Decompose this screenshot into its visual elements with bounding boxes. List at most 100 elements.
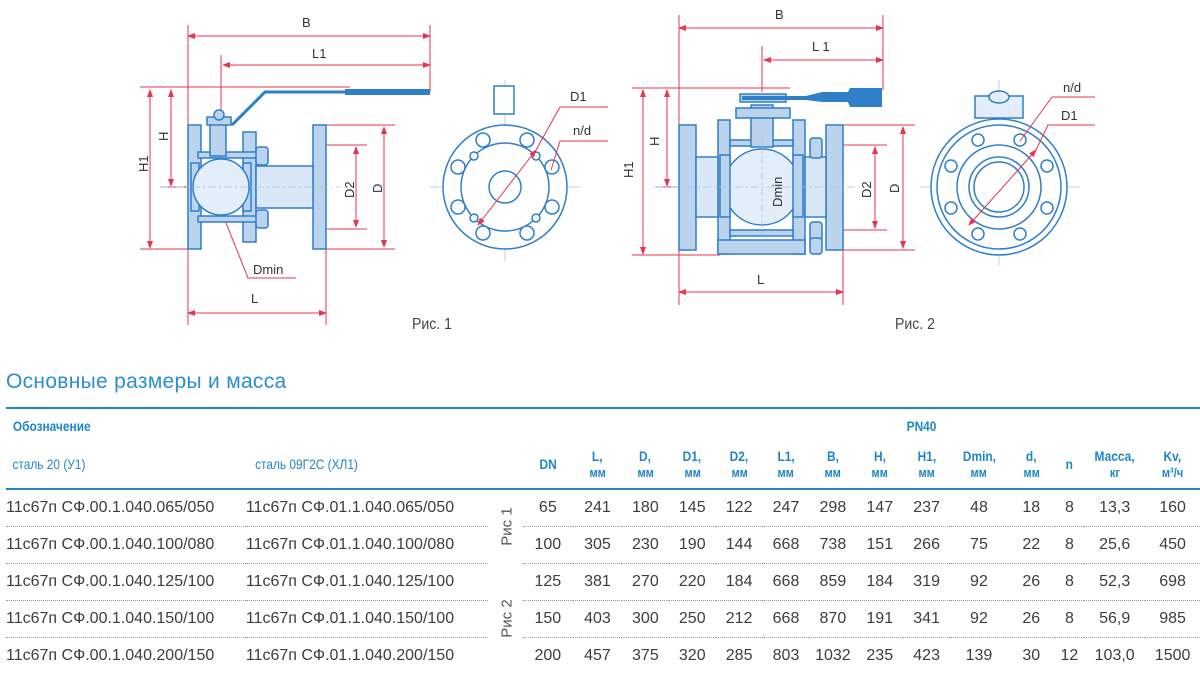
cell-value: 100: [522, 526, 573, 564]
cell-value: 668: [762, 526, 810, 564]
cell-value: 145: [668, 489, 716, 527]
fig1-side-view: B L1 H1 H D2 D Dmin L: [136, 15, 431, 325]
cell-value: 122: [715, 489, 763, 527]
cell-value: 212: [715, 600, 763, 638]
cell-value: 270: [621, 563, 669, 601]
cell-value: 319: [903, 563, 951, 601]
fig2-side-view: B L 1 H1 H Dmin D2 D L: [621, 7, 915, 305]
table-row: 11с67п СФ.00.1.040.200/150 11с67п СФ.01.1…: [6, 638, 1200, 675]
fig2-label-h: H: [647, 137, 662, 146]
cell-value: 1500: [1154, 647, 1191, 664]
cell-value: 48: [950, 489, 1008, 527]
col-header-dmin: Dmin,мм: [950, 440, 1008, 490]
cell-value: 457: [584, 647, 611, 664]
designation-header: Обозначение: [12, 418, 91, 434]
fig2-label-b: B: [775, 7, 784, 22]
cell-value: 26: [1007, 600, 1055, 638]
col-header-n: n: [1054, 440, 1085, 490]
fig1-handle: [230, 90, 430, 127]
cell-value: 698: [1145, 563, 1200, 601]
cell-value: 375: [632, 647, 659, 664]
designation-u1: 11с67п СФ.00.1.040.065/050: [6, 489, 246, 527]
cell-value: 266: [903, 526, 951, 564]
designation-hl1: 11с67п СФ.01.1.040.150/100: [245, 600, 488, 638]
cell-value: 8: [1054, 526, 1085, 564]
cell-value: 1032: [815, 647, 851, 664]
fig2-label-l1: L 1: [812, 39, 830, 54]
cell-value: 237: [903, 489, 951, 527]
designation-u1: 11с67п СФ.00.1.040.125/100: [6, 563, 246, 601]
cell-value: 151: [856, 526, 904, 564]
cell-value: 870: [809, 600, 857, 638]
designation-hl1: 11с67п СФ.01.1.040.200/150: [245, 647, 455, 664]
cell-value: 65: [522, 489, 573, 527]
cell-value: 52,3: [1084, 563, 1146, 601]
fig1-label-dmin: Dmin: [253, 262, 283, 277]
col-header-d: D,мм: [621, 440, 669, 490]
col-header-mass: Масса,кг: [1084, 440, 1146, 490]
cell-value: 144: [715, 526, 763, 564]
col-header-l1: L1,мм: [762, 440, 810, 490]
cell-value: 235: [866, 647, 894, 664]
cell-value: 241: [572, 489, 622, 527]
fig2-label-l: L: [757, 272, 764, 287]
cell-value: 150: [522, 600, 573, 638]
cell-value: 300: [621, 600, 669, 638]
figure-group-label: Рис 1: [498, 507, 516, 546]
cell-value: 13,3: [1084, 489, 1146, 527]
fig2-label-d1: D1: [1061, 108, 1078, 123]
designation-hl1: 11с67п СФ.01.1.040.065/050: [245, 489, 488, 527]
cell-value: 985: [1145, 600, 1200, 638]
cell-value: 103,0: [1094, 647, 1135, 664]
cell-value: 92: [950, 600, 1008, 638]
cell-value: 56,9: [1084, 600, 1146, 638]
cell-value: 320: [678, 647, 706, 664]
cell-value: 8: [1054, 563, 1085, 601]
drawings-area: B L1 H1 H D2 D Dmin L: [136, 7, 1095, 333]
cell-value: 341: [903, 600, 951, 638]
fig1-caption: Рис. 1: [412, 316, 452, 333]
cell-value: 160: [1145, 489, 1200, 527]
col-header-l: L,мм: [572, 440, 622, 490]
pressure-header: PN40: [906, 418, 937, 434]
cell-value: 75: [950, 526, 1008, 564]
fig1-label-l1: L1: [312, 46, 326, 61]
designation-u1: 11с67п СФ.00.1.040.200/150: [6, 647, 215, 664]
material-header-u1: сталь 20 (У1): [6, 440, 246, 490]
cell-value: 200: [534, 647, 562, 664]
fig1-labels: B L1 H1 H D2 D Dmin L: [136, 15, 385, 306]
cell-value: 18: [1007, 489, 1055, 527]
cell-value: 298: [809, 489, 857, 527]
cell-value: 403: [572, 600, 622, 638]
cell-value: 230: [621, 526, 669, 564]
fig1-label-d: D: [370, 184, 385, 193]
col-header-dn: DN: [522, 440, 573, 490]
cell-value: 250: [668, 600, 716, 638]
cell-value: 30: [1022, 647, 1041, 664]
cell-value: 25,6: [1084, 526, 1146, 564]
fig2-caption: Рис. 2: [895, 316, 935, 333]
cell-value: 803: [772, 647, 800, 664]
fig1-label-d1: D1: [570, 89, 587, 104]
col-header-h1: H1,мм: [903, 440, 951, 490]
cell-value: 8: [1054, 600, 1085, 638]
cell-value: 220: [668, 563, 716, 601]
cell-value: 190: [668, 526, 716, 564]
fig1-label-h1: H1: [136, 155, 151, 172]
fig2-label-d: D: [887, 184, 902, 193]
fig1-label-d2: D2: [342, 181, 357, 198]
cell-value: 147: [856, 489, 904, 527]
cell-value: 738: [809, 526, 857, 564]
cell-value: 191: [856, 600, 904, 638]
designation-u1: 11с67п СФ.00.1.040.100/080: [6, 526, 246, 564]
col-header-kv: Kv,м³/ч: [1145, 440, 1200, 490]
col-header-d2: D2,мм: [715, 440, 763, 490]
cell-value: 8: [1054, 489, 1085, 527]
cell-value: 450: [1145, 526, 1200, 564]
col-header-b: B,мм: [809, 440, 857, 490]
cell-value: 668: [762, 563, 810, 601]
cell-value: 12: [1060, 647, 1079, 664]
